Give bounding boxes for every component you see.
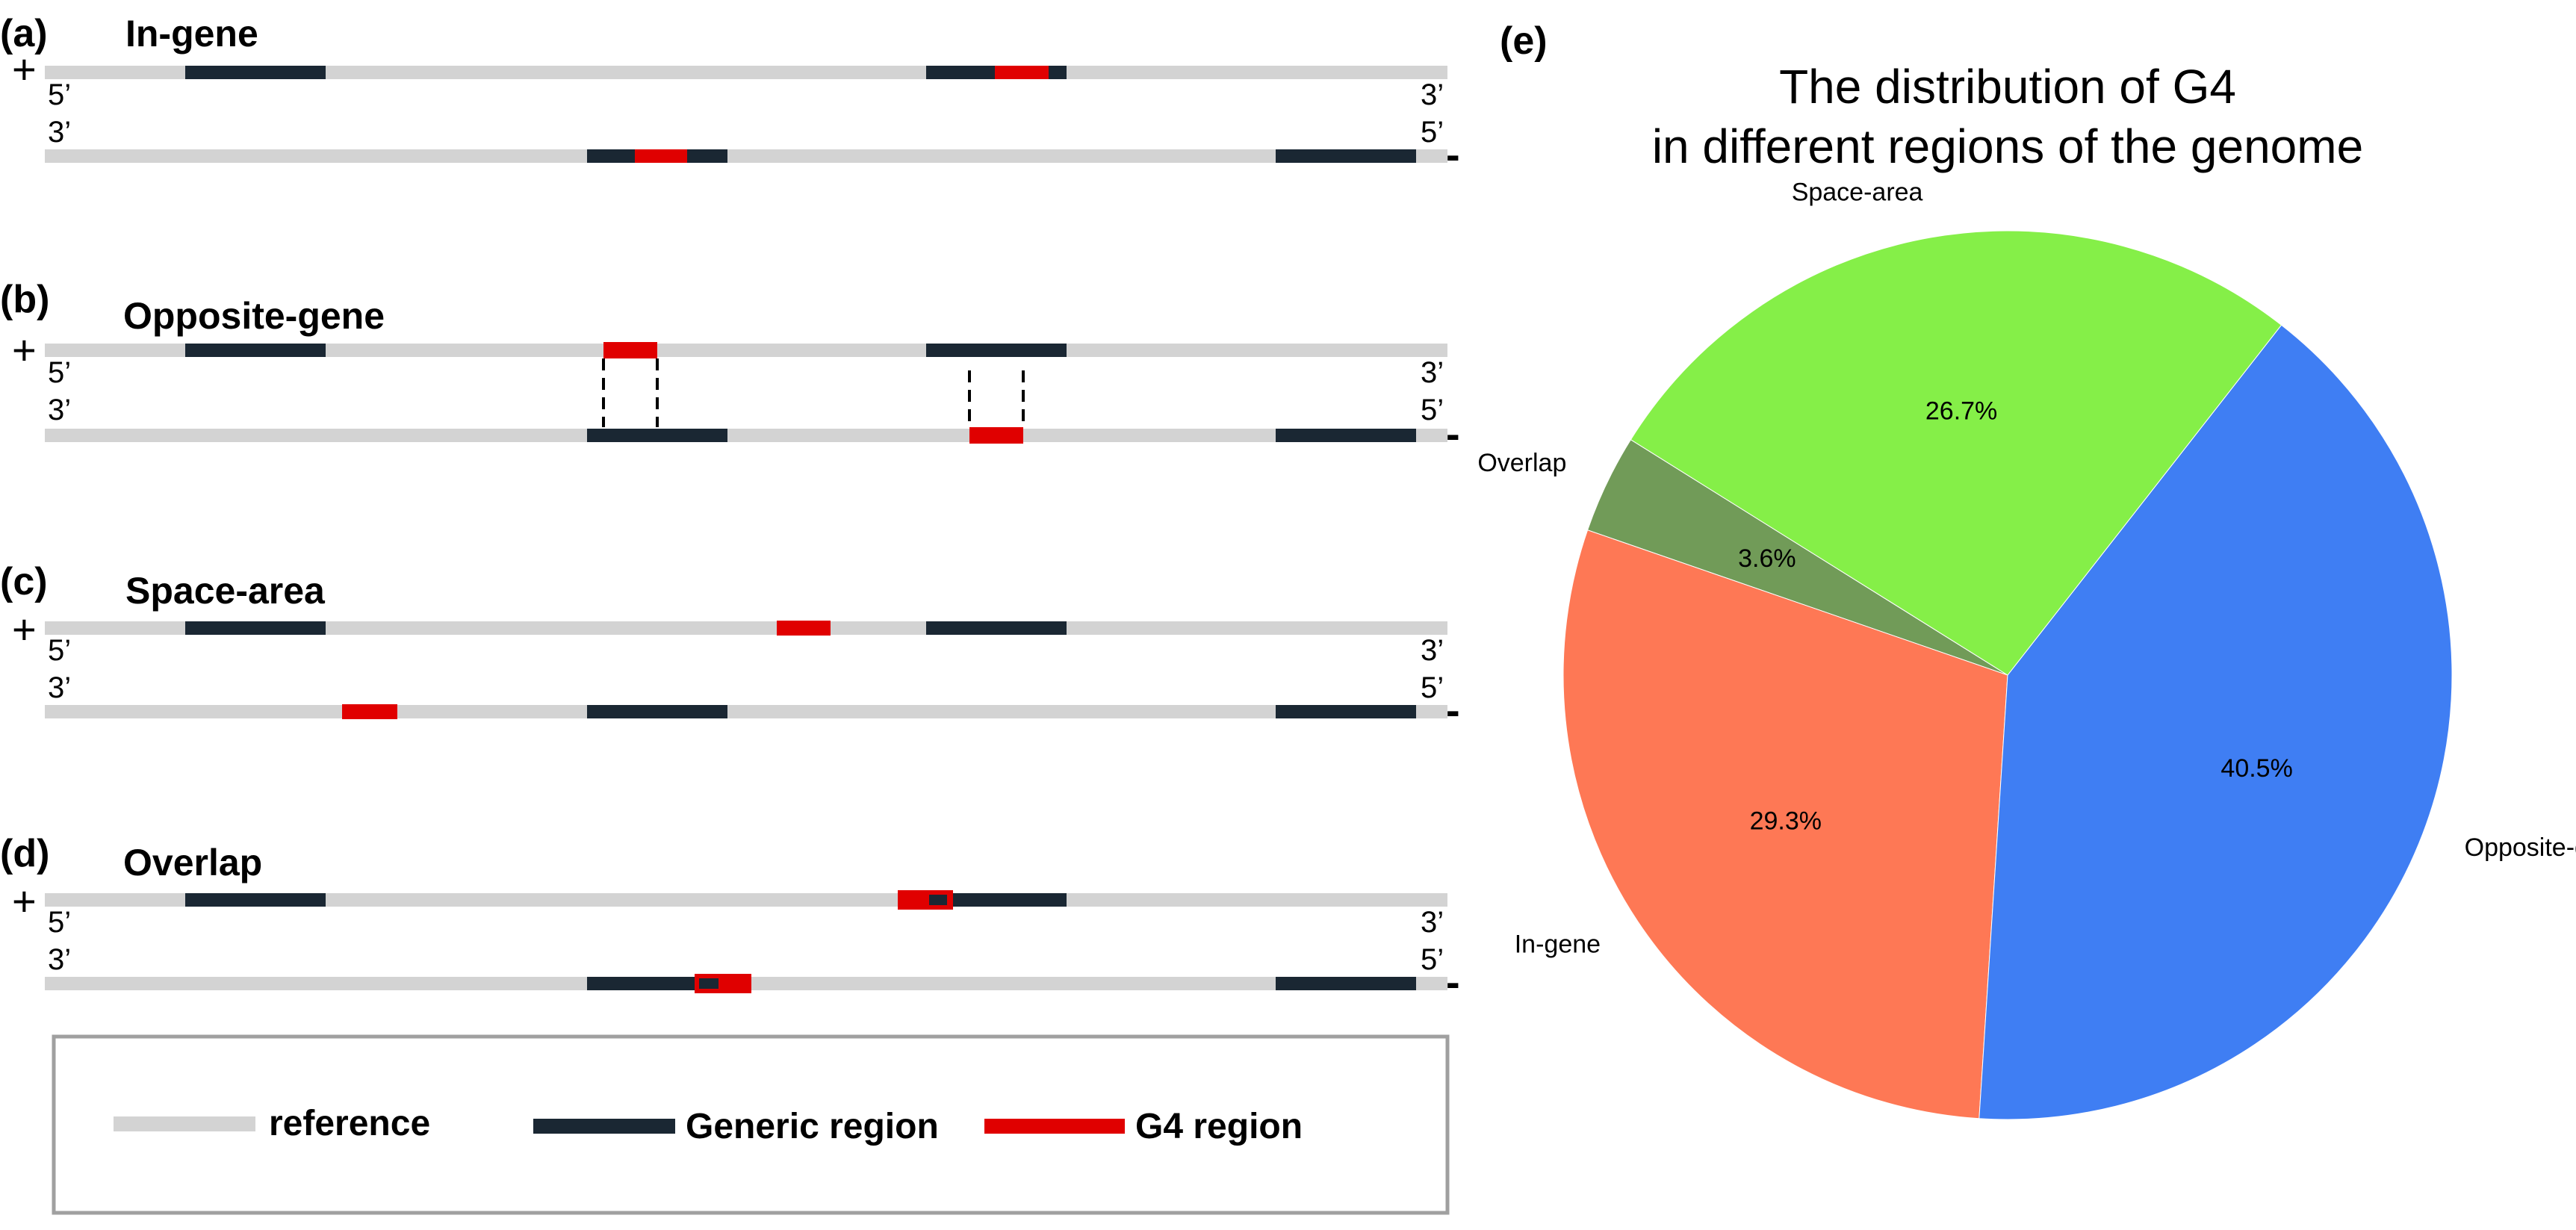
panel-d-bottom-right-end: 5’ (1421, 943, 1444, 976)
panel-b-top-generic-2 (926, 344, 1067, 357)
pie-title-line-2: in different regions of the genome (1652, 119, 2363, 173)
panel-b-bottom-left-end: 3’ (48, 394, 71, 426)
panel-c-bottom-generic-2 (1276, 705, 1416, 718)
panel-a-letter: (a) (0, 12, 48, 55)
panel-a-top-g4 (995, 66, 1049, 79)
panel-a-minus-strand-sign: - (1446, 131, 1460, 178)
panel-c: (c) Space-area + 5’ 3’ 3’ 5’ - (0, 560, 1460, 733)
panel-d-bottom-overlap-core (699, 978, 719, 989)
panel-c-bottom-reference (45, 705, 1447, 718)
panel-c-bottom-right-end: 5’ (1421, 671, 1444, 704)
panel-c-bottom-generic-1 (587, 705, 727, 718)
panel-c-minus-strand-sign: - (1446, 686, 1460, 733)
panel-d-top-reference (45, 893, 1447, 907)
panel-d-bottom-generic-1 (587, 977, 727, 990)
panel-d-top-generic-2 (926, 893, 1067, 907)
legend-g4-label: G4 region (1135, 1107, 1303, 1146)
panel-b-top-reference (45, 344, 1447, 357)
panel-e: (e) The distribution of G4 in different … (1477, 19, 2576, 1120)
pie-percent-label-in-gene: 29.3% (1750, 807, 1822, 836)
panel-c-letter: (c) (0, 560, 48, 603)
panel-d-top-right-end: 3’ (1421, 906, 1444, 939)
panel-c-top-g4 (777, 621, 831, 636)
panel-b-bottom-right-end: 5’ (1421, 394, 1444, 426)
legend-g4-swatch (984, 1119, 1125, 1134)
pie-percent-label-space-area: 26.7% (1925, 397, 1997, 425)
panel-c-bottom-g4 (342, 704, 397, 719)
panel-b-bottom-g4 (969, 427, 1023, 444)
panel-b-top-right-end: 3’ (1421, 356, 1444, 389)
panel-d-letter: (d) (0, 832, 49, 875)
pie-percent-label-overlap: 3.6% (1738, 544, 1796, 573)
panel-e-letter: (e) (1500, 19, 1548, 63)
panel-a-top-left-end: 5’ (48, 78, 71, 111)
panel-d-top-generic-1 (185, 893, 326, 907)
panel-d-bottom-generic-2 (1276, 977, 1416, 990)
legend-generic-swatch (533, 1119, 675, 1134)
panel-c-top-reference (45, 621, 1447, 635)
panel-a-bottom-right-end: 5’ (1421, 116, 1444, 149)
panel-a-top-reference (45, 66, 1447, 79)
panel-d-minus-strand-sign: - (1446, 958, 1460, 1005)
pie-slice-in-gene (1562, 529, 2008, 1119)
pie-percent-label-opposite-gene: 40.5% (2220, 754, 2292, 783)
pie-slice-opposite-gene (1978, 324, 2453, 1120)
panel-c-title: Space-area (125, 570, 326, 612)
panel-a: (a) In-gene + 5’ 3’ 3’ 5’ - (0, 12, 1460, 178)
panel-d: (d) Overlap + 5’ 3’ 3’ 5’ - (0, 832, 1460, 1005)
panel-b-bottom-generic-1 (587, 429, 727, 442)
panel-b-plus-strand-sign: + (12, 326, 37, 373)
panel-b-bottom-reference (45, 429, 1447, 442)
panel-d-plus-strand-sign: + (12, 878, 37, 925)
panel-a-bottom-left-end: 3’ (48, 116, 71, 149)
panel-b-top-left-end: 5’ (48, 356, 71, 389)
panel-c-top-generic-1 (185, 621, 326, 635)
panel-a-bottom-generic-2 (1276, 149, 1416, 163)
panel-b-top-generic-1 (185, 344, 326, 357)
pie-category-label-in-gene: In-gene (1515, 931, 1601, 959)
panel-a-title: In-gene (125, 13, 258, 55)
legend-reference-label: reference (269, 1104, 430, 1143)
panel-b-letter: (b) (0, 278, 49, 321)
panel-c-top-left-end: 5’ (48, 634, 71, 667)
panel-d-bottom-left-end: 3’ (48, 943, 71, 976)
panel-a-top-generic-1 (185, 66, 326, 79)
panel-d-top-overlap-core (929, 895, 947, 905)
panel-b-minus-strand-sign: - (1446, 410, 1460, 457)
panel-b-top-g4 (603, 342, 657, 358)
panel-a-top-right-end: 3’ (1421, 78, 1444, 111)
pie-category-label-space-area: Space-area (1792, 178, 1923, 206)
pie-category-label-opposite-gene: Opposite-gene (2465, 833, 2576, 862)
panel-d-title: Overlap (123, 842, 262, 883)
pie-slices (1562, 230, 2453, 1120)
panel-b-title: Opposite-gene (123, 295, 385, 337)
panel-a-bottom-g4 (635, 149, 687, 163)
panel-c-top-right-end: 3’ (1421, 634, 1444, 667)
panel-c-bottom-left-end: 3’ (48, 671, 71, 704)
legend-generic-label: Generic region (686, 1107, 939, 1146)
panel-b: (b) Opposite-gene + 5’ 3’ 3’ 5’ - (0, 278, 1460, 457)
legend-reference-swatch (114, 1116, 255, 1131)
legend-frame (52, 1034, 1450, 1215)
panel-c-plus-strand-sign: + (12, 606, 37, 653)
legend: reference Generic region G4 region (52, 1034, 1450, 1215)
pie-percent-labels: 3.6% 29.3% 40.5% 26.7% (1738, 397, 2293, 835)
pie-slice-space-area (1630, 230, 2282, 676)
panel-a-bottom-reference (45, 149, 1447, 163)
panel-a-plus-strand-sign: + (12, 46, 37, 93)
panel-c-top-generic-2 (926, 621, 1067, 635)
pie-title-line-1: The distribution of G4 (1779, 60, 2236, 114)
panel-d-top-left-end: 5’ (48, 906, 71, 939)
pie-category-label-overlap: Overlap (1477, 449, 1566, 477)
panel-b-bottom-generic-2 (1276, 429, 1416, 442)
